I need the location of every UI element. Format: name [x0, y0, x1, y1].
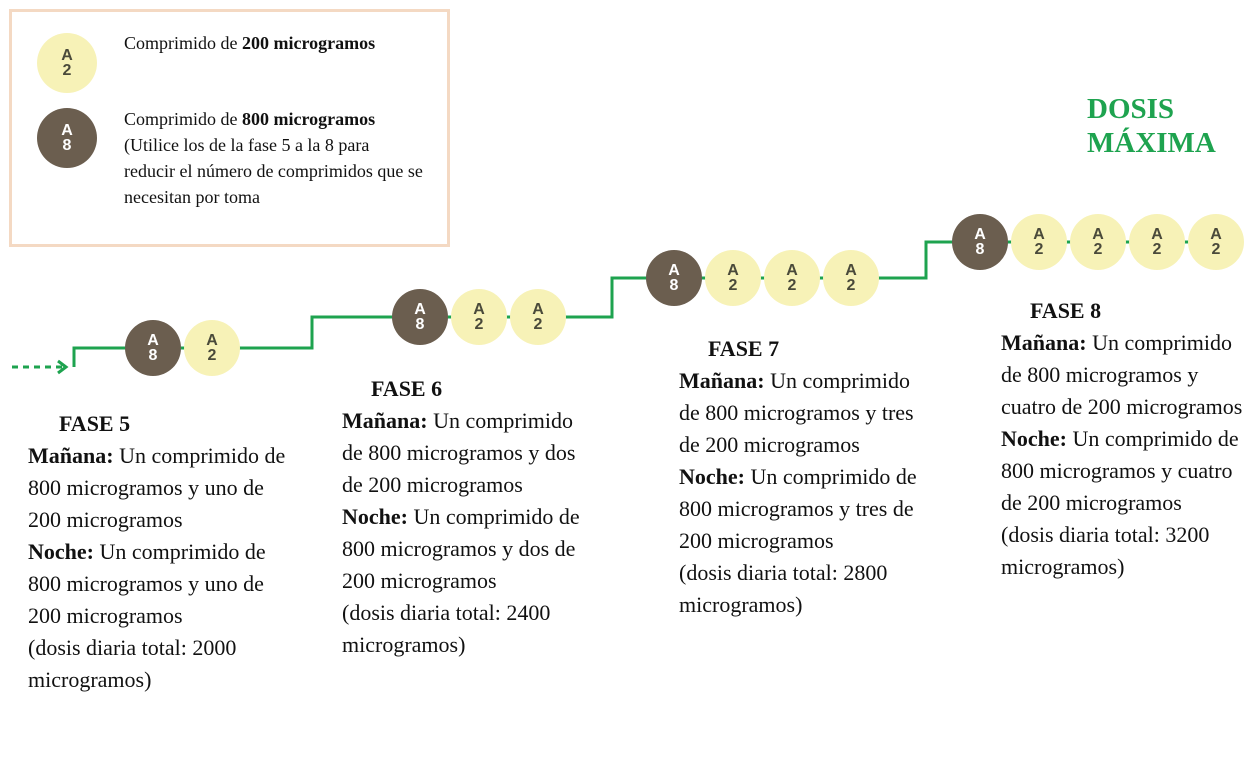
phase-night: Noche: Un comprimido de 800 microgramos …	[1001, 426, 1239, 515]
phase-title: FASE 8	[1030, 298, 1102, 323]
pill-letter: A	[974, 226, 986, 243]
pill-number: 2	[1211, 241, 1221, 258]
pill-number: 2	[474, 316, 484, 333]
phase-5-text: FASE 5 Mañana: Un comprimido de 800 micr…	[28, 408, 288, 696]
pill-letter: A	[727, 262, 739, 279]
pill-letter: A	[147, 332, 159, 349]
legend-item-800: Comprimido de 800 microgramos (Utilice l…	[124, 109, 423, 207]
pill-number: 2	[787, 277, 797, 294]
pill-letter: A	[668, 262, 680, 279]
pill-letter: A	[786, 262, 798, 279]
pill-letter: A	[1033, 226, 1045, 243]
phase-night: Noche: Un comprimido de 800 microgramos …	[28, 539, 266, 628]
pill-letter: A	[1092, 226, 1104, 243]
phase-night: Noche: Un comprimido de 800 microgramos …	[342, 504, 580, 593]
phase-7-text: FASE 7 Mañana: Un comprimido de 800 micr…	[679, 333, 929, 621]
pill-number: 2	[846, 277, 856, 294]
pill-letter: A	[1210, 226, 1222, 243]
phase-night: Noche: Un comprimido de 800 microgramos …	[679, 464, 917, 553]
pill-letter: A	[473, 301, 485, 318]
pill-number: 8	[669, 277, 679, 294]
phase-total: (dosis diaria total: 3200 microgramos)	[1001, 522, 1210, 579]
phase-6-text: FASE 6 Mañana: Un comprimido de 800 micr…	[342, 373, 592, 661]
pill-number: 2	[1034, 241, 1044, 258]
pill-letter: A	[206, 332, 218, 349]
pill-letter: A	[845, 262, 857, 279]
pill-number: 8	[148, 347, 158, 364]
phase-morning: Mañana: Un comprimido de 800 microgramos…	[28, 443, 286, 532]
phase-total: (dosis diaria total: 2000 microgramos)	[28, 635, 237, 692]
pill-number: 8	[415, 316, 425, 333]
arrow-head-icon	[57, 359, 69, 375]
phase-title: FASE 5	[59, 411, 131, 436]
pill-letter: A	[1151, 226, 1163, 243]
phase-total: (dosis diaria total: 2400 microgramos)	[342, 600, 551, 657]
phase-morning: Mañana: Un comprimido de 800 microgramos…	[342, 408, 576, 497]
pill-number: 2	[1093, 241, 1103, 258]
max-dose-label: DOSIS MÁXIMA	[1087, 93, 1216, 159]
phase-title: FASE 6	[371, 376, 443, 401]
phase-total: (dosis diaria total: 2800 microgramos)	[679, 560, 888, 617]
phase-8-text: FASE 8 Mañana: Un comprimido de 800 micr…	[1001, 295, 1247, 583]
pill-number: 2	[1152, 241, 1162, 258]
pill-number: 2	[728, 277, 738, 294]
phase-morning: Mañana: Un comprimido de 800 microgramos…	[1001, 330, 1243, 419]
phase-title: FASE 7	[708, 336, 780, 361]
pill-number: 2	[207, 347, 217, 364]
legend-item-200: Comprimido de 200 microgramos	[124, 33, 376, 53]
pill-letter: A	[414, 301, 426, 318]
pill-number: 8	[975, 241, 985, 258]
pill-number: 2	[533, 316, 543, 333]
phase-morning: Mañana: Un comprimido de 800 microgramos…	[679, 368, 914, 457]
pill-letter: A	[532, 301, 544, 318]
